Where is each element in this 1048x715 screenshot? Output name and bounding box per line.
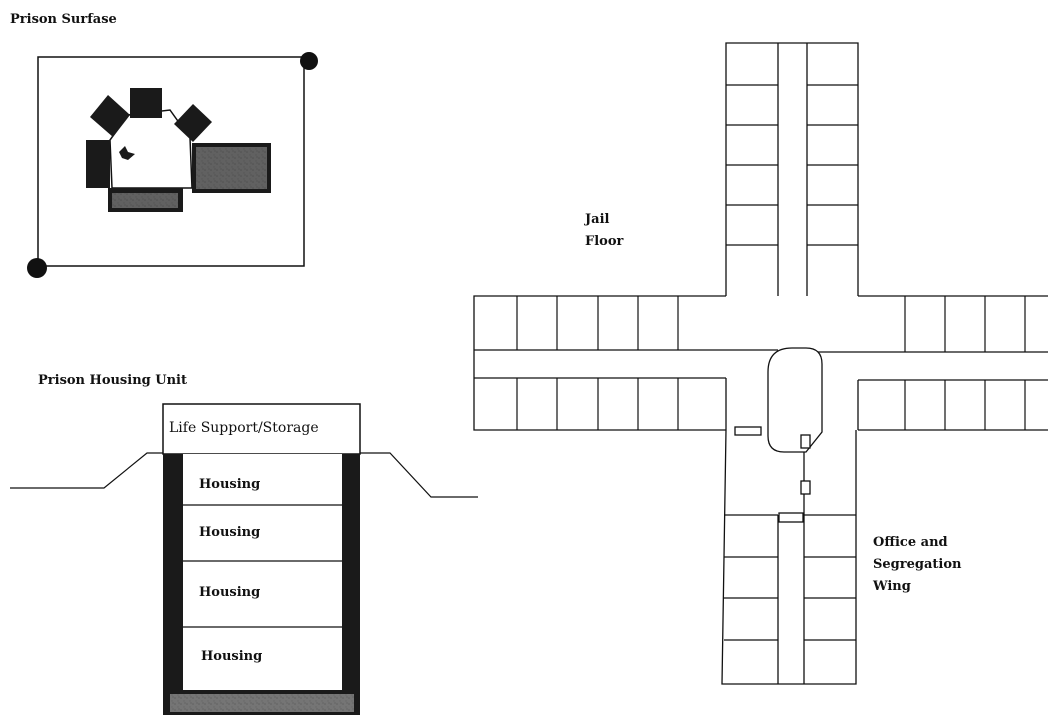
- shaft-wall-left: [163, 454, 183, 715]
- building-block-e-speckle: [196, 147, 267, 189]
- surface-boundary: [37, 56, 305, 267]
- central-hub: [767, 347, 823, 453]
- door: [800, 480, 811, 495]
- cell-dividers: [516, 84, 1026, 641]
- door: [734, 426, 762, 436]
- east-wing-outline: [858, 295, 1048, 431]
- life-support-label: Life Support/Storage: [169, 420, 319, 436]
- jail-floor-label-line2: Floor: [585, 234, 624, 249]
- boundary-marker-top-right: [300, 52, 318, 70]
- door: [778, 512, 804, 523]
- shaft-interior: [183, 454, 342, 690]
- building-block-nw: [90, 95, 130, 137]
- housing-level-label: Housing: [201, 649, 263, 664]
- ground-line-right: [360, 452, 478, 498]
- shaft-floor-speckle: [170, 694, 354, 712]
- surface-building-cluster: [86, 88, 271, 212]
- jail-floor-label-line1: Jail: [585, 212, 610, 227]
- door: [800, 434, 811, 449]
- boundary-marker-bottom-left: [27, 258, 47, 278]
- shaft-wall-right: [342, 454, 360, 715]
- office-wing-label-line2: Segregation: [873, 557, 962, 572]
- prison-surface-plan: [27, 52, 318, 278]
- office-wing-label-line3: Wing: [873, 579, 911, 594]
- west-wing-outline: [473, 295, 726, 431]
- building-block-n: [130, 88, 162, 118]
- housing-level-label: Housing: [199, 525, 261, 540]
- office-wing-label-line1: Office and: [873, 535, 948, 550]
- building-block-ne: [174, 104, 212, 142]
- building-block-w: [86, 140, 110, 188]
- ground-line-left: [10, 452, 163, 489]
- north-wing-outline: [725, 42, 859, 296]
- hub-marker: [119, 146, 135, 160]
- housing-unit-title: Prison Housing Unit: [38, 373, 187, 388]
- building-block-s-speckle: [112, 193, 178, 208]
- jail-floor-plan: [473, 42, 1048, 685]
- housing-level-label: Housing: [199, 585, 261, 600]
- housing-level-label: Housing: [199, 477, 261, 492]
- housing-unit-section: [10, 403, 478, 715]
- prison-surface-title: Prison Surfase: [10, 12, 117, 27]
